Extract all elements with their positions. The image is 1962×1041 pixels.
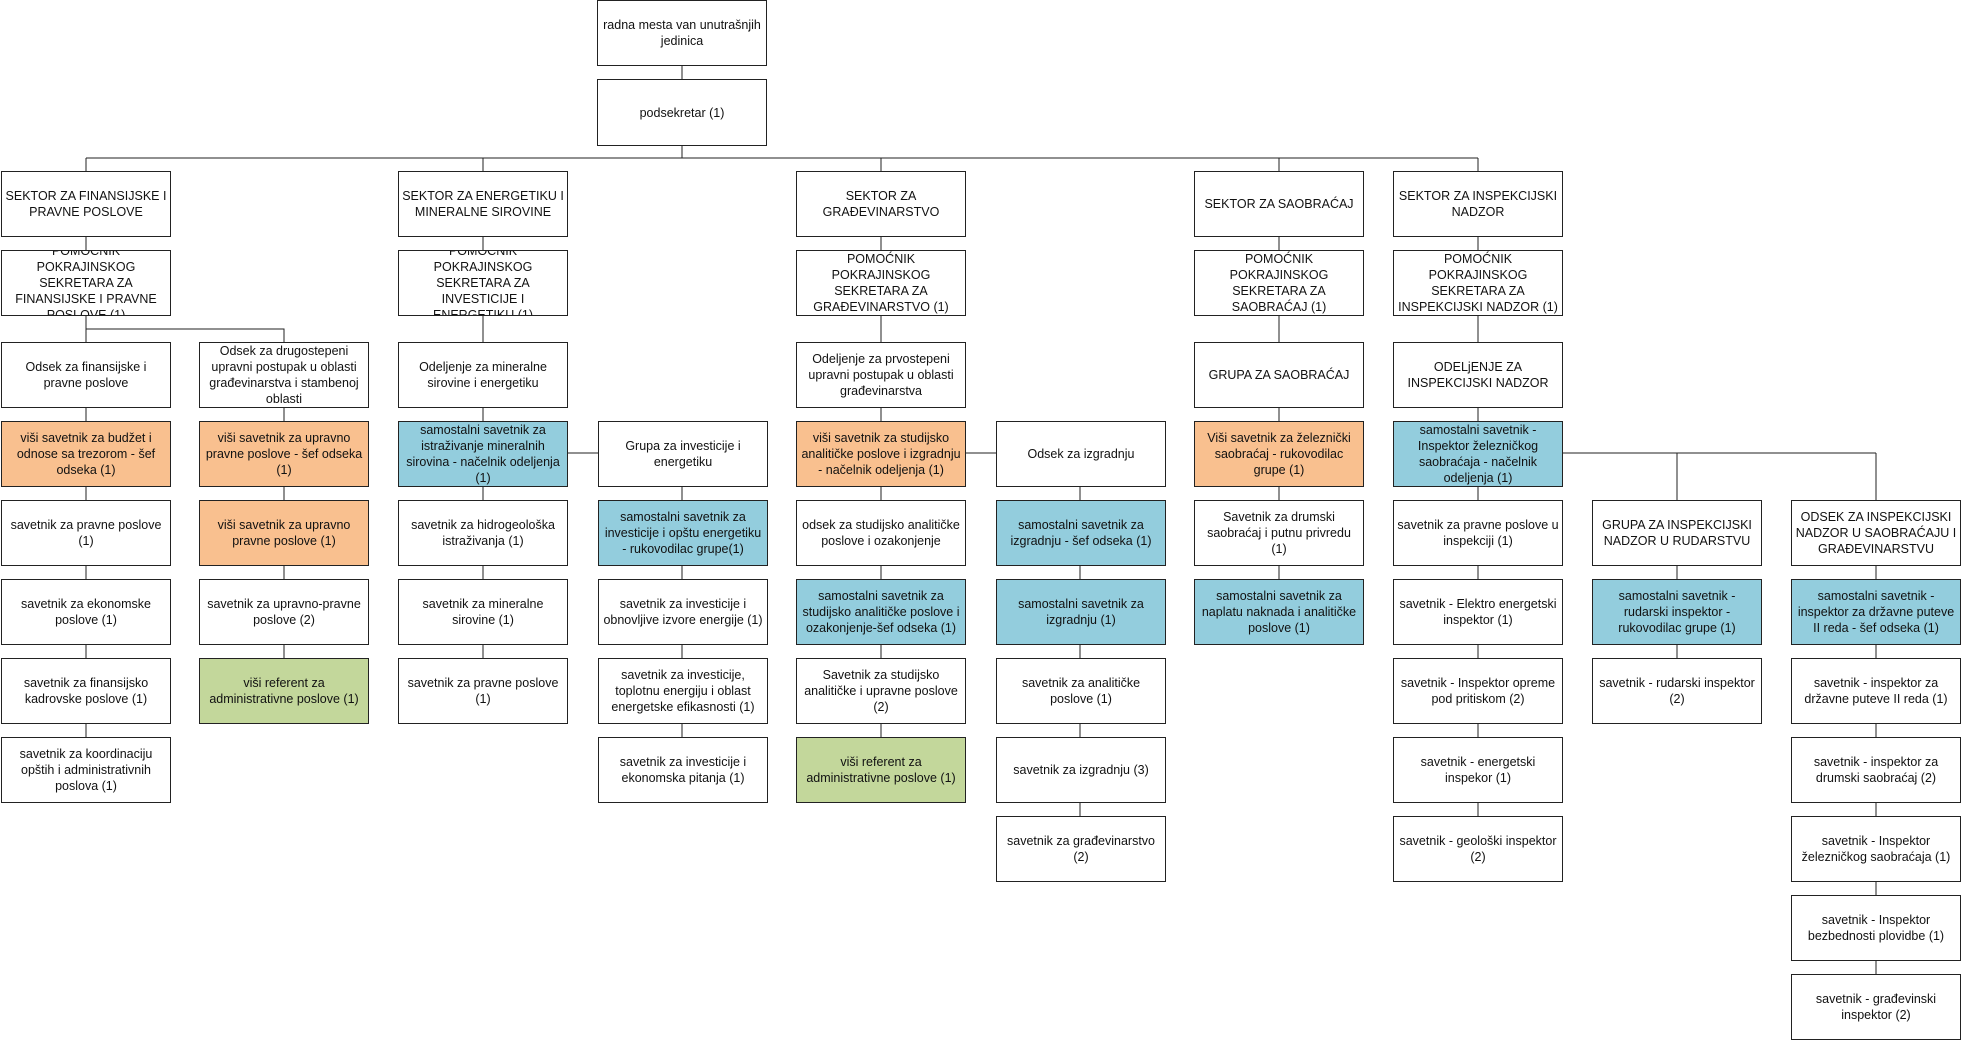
dept-traffic-inspection: ODSEK ZA INSPEKCIJSKI NADZOR U SAOBRAĆAJ… bbox=[1791, 500, 1961, 566]
dept-second-instance: Odsek za drugostepeni upravni postupak u… bbox=[199, 342, 369, 408]
position-box: viši savetnik za budžet i odnose sa trez… bbox=[1, 421, 171, 487]
position-box: savetnik za pravne poslove u inspekciji … bbox=[1393, 500, 1563, 566]
dept-construction: Odsek za izgradnju bbox=[996, 421, 1166, 487]
position-box: samostalni savetnik za izgradnju (1) bbox=[996, 579, 1166, 645]
org-unit-external: radna mesta van unutrašnjih jedinica bbox=[597, 0, 767, 66]
position-box: samostalni savetnik - inspektor za držav… bbox=[1791, 579, 1961, 645]
undersecretary-box: podsekretar (1) bbox=[597, 79, 767, 146]
position-box: savetnik za investicije i obnovljive izv… bbox=[598, 579, 768, 645]
position-box: viši referent za administrativne poslove… bbox=[796, 737, 966, 803]
position-box: savetnik - Elektro energetski inspektor … bbox=[1393, 579, 1563, 645]
position-box: viši savetnik za upravno pravne poslove … bbox=[199, 500, 369, 566]
position-box: samostalni savetnik za naplatu naknada i… bbox=[1194, 579, 1364, 645]
sector-energy: SEKTOR ZA ENERGETIKU I MINERALNE SIROVIN… bbox=[398, 171, 568, 237]
position-box: savetnik za analitičke poslove (1) bbox=[996, 658, 1166, 724]
position-box: Viši savetnik za železnički saobraćaj - … bbox=[1194, 421, 1364, 487]
assistant-transport: POMOĆNIK POKRAJINSKOG SEKRETARA ZA SAOBR… bbox=[1194, 250, 1364, 316]
assistant-energy: POMOĆNIK POKRAJINSKOG SEKRETARA ZA INVES… bbox=[398, 250, 568, 316]
position-box: odsek za studijsko analitičke poslove i … bbox=[796, 500, 966, 566]
dept-inspection: ODELjENJE ZA INSPEKCIJSKI NADZOR bbox=[1393, 342, 1563, 408]
sector-inspection: SEKTOR ZA INSPEKCIJSKI NADZOR bbox=[1393, 171, 1563, 237]
dept-finance-legal: Odsek za finansijske i pravne poslove bbox=[1, 342, 171, 408]
assistant-finance: POMOĆNIK POKRAJINSKOG SEKRETARA ZA FINAN… bbox=[1, 250, 171, 316]
position-box: samostalni savetnik za investicije i opš… bbox=[598, 500, 768, 566]
position-box: viši savetnik za upravno pravne poslove … bbox=[199, 421, 369, 487]
position-box: samostalni savetnik za studijsko analiti… bbox=[796, 579, 966, 645]
position-box: savetnik - rudarski inspektor (2) bbox=[1592, 658, 1762, 724]
position-box: samostalni savetnik za izgradnju - šef o… bbox=[996, 500, 1166, 566]
position-box: savetnik - geološki inspektor (2) bbox=[1393, 816, 1563, 882]
position-box: samostalni savetnik - rudarski inspektor… bbox=[1592, 579, 1762, 645]
position-box: savetnik - Inspektor bezbednosti plovidb… bbox=[1791, 895, 1961, 961]
position-box: savetnik za finansijsko kadrovske poslov… bbox=[1, 658, 171, 724]
group-transport: GRUPA ZA SAOBRAĆAJ bbox=[1194, 342, 1364, 408]
position-box: savetnik za investicije i ekonomska pita… bbox=[598, 737, 768, 803]
position-box: samostalni savetnik - Inspektor železnič… bbox=[1393, 421, 1563, 487]
position-box: savetnik za izgradnju (3) bbox=[996, 737, 1166, 803]
position-box: viši savetnik za studijsko analitičke po… bbox=[796, 421, 966, 487]
position-box: viši referent za administrativne poslove… bbox=[199, 658, 369, 724]
assistant-inspection: POMOĆNIK POKRAJINSKOG SEKRETARA ZA INSPE… bbox=[1393, 250, 1563, 316]
position-box: savetnik - Inspektor železničkog saobrać… bbox=[1791, 816, 1961, 882]
position-box: savetnik za ekonomske poslove (1) bbox=[1, 579, 171, 645]
sector-transport: SEKTOR ZA SAOBRAĆAJ bbox=[1194, 171, 1364, 237]
position-box: savetnik za pravne poslove (1) bbox=[1, 500, 171, 566]
position-box: samostalni savetnik za istraživanje mine… bbox=[398, 421, 568, 487]
position-box: Savetnik za drumski saobraćaj i putnu pr… bbox=[1194, 500, 1364, 566]
position-box: savetnik - energetski inspekor (1) bbox=[1393, 737, 1563, 803]
position-box: savetnik - inspektor za državne puteve I… bbox=[1791, 658, 1961, 724]
position-box: savetnik - Inspektor opreme pod pritisko… bbox=[1393, 658, 1563, 724]
position-box: savetnik za hidrogeološka istraživanja (… bbox=[398, 500, 568, 566]
sector-finance: SEKTOR ZA FINANSIJSKE I PRAVNE POSLOVE bbox=[1, 171, 171, 237]
position-box: savetnik za mineralne sirovine (1) bbox=[398, 579, 568, 645]
group-investment-energy: Grupa za investicije i energetiku bbox=[598, 421, 768, 487]
position-box: savetnik - inspektor za drumski saobraća… bbox=[1791, 737, 1961, 803]
position-box: savetnik za investicije, toplotnu energi… bbox=[598, 658, 768, 724]
assistant-construction: POMOĆNIK POKRAJINSKOG SEKRETARA ZA GRAĐE… bbox=[796, 250, 966, 316]
dept-first-instance: Odeljenje za prvostepeni upravni postupa… bbox=[796, 342, 966, 408]
dept-mineral-energy: Odeljenje za mineralne sirovine i energe… bbox=[398, 342, 568, 408]
position-box: savetnik za koordinaciju opštih i admini… bbox=[1, 737, 171, 803]
position-box: Savetnik za studijsko analitičke i uprav… bbox=[796, 658, 966, 724]
group-mining-inspection: GRUPA ZA INSPEKCIJSKI NADZOR U RUDARSTVU bbox=[1592, 500, 1762, 566]
position-box: savetnik za pravne poslove (1) bbox=[398, 658, 568, 724]
sector-construction: SEKTOR ZA GRAĐEVINARSTVO bbox=[796, 171, 966, 237]
position-box: savetnik za građevinarstvo (2) bbox=[996, 816, 1166, 882]
position-box: savetnik za upravno-pravne poslove (2) bbox=[199, 579, 369, 645]
position-box: savetnik - građevinski inspektor (2) bbox=[1791, 974, 1961, 1040]
